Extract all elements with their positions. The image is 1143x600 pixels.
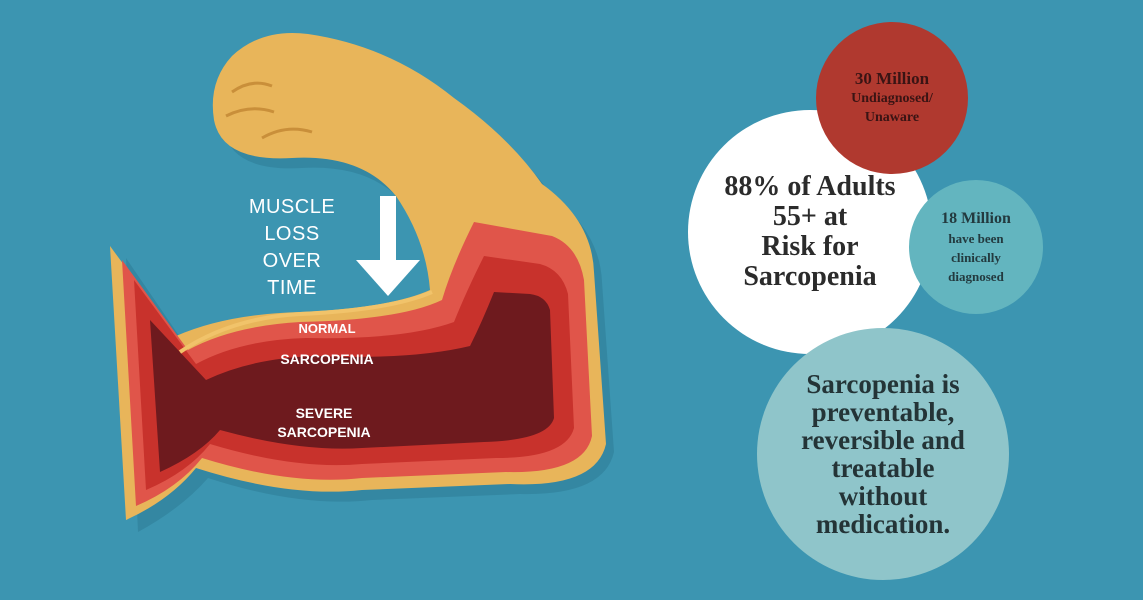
preventable-message-bubble: Sarcopenia is preventable, reversible an… (757, 328, 1009, 580)
severe-label-line: SEVERE (295, 405, 353, 421)
flexed-arm-illustration (110, 32, 614, 533)
fist-lines (225, 81, 313, 140)
muscle-loss-line: TIME (267, 277, 317, 299)
undiagnosed-line: Undiagnosed/ (851, 91, 933, 106)
diagnosed-line: have been (948, 230, 1004, 246)
message-line: Sarcopenia is (806, 369, 960, 399)
diagnosed-line: clinically (951, 249, 1001, 265)
at-risk-line: Sarcopenia (743, 261, 877, 292)
down-arrow-icon (356, 196, 420, 296)
muscle-loss-line: LOSS (264, 223, 320, 245)
message-line: medication. (815, 509, 951, 539)
message-line: reversible and (801, 425, 965, 455)
at-risk-line: 88% of Adults (724, 171, 896, 202)
severe-label-line: SARCOPENIA (277, 424, 371, 440)
diagnosed-stat-bubble: 18 Million have been clinically diagnose… (909, 180, 1043, 314)
at-risk-stat-bubble: 88% of Adults 55+ at Risk for Sarcopenia (688, 110, 932, 354)
at-risk-line: 55+ at (772, 201, 848, 232)
diagnosed-number: 18 Million (941, 209, 1011, 227)
undiagnosed-stat-bubble: 30 Million Undiagnosed/ Unaware (816, 22, 968, 174)
severe-sarcopenia-muscle-layer (150, 292, 554, 472)
sarcopenia-layer-label: SARCOPENIA (280, 351, 374, 367)
message-line: preventable, (811, 397, 955, 427)
message-line: without (838, 481, 928, 511)
muscle-loss-label: MUSCLE LOSS OVER TIME (226, 194, 358, 302)
at-risk-line: Risk for (761, 231, 859, 262)
undiagnosed-number: 30 Million (854, 69, 930, 88)
muscle-loss-line: MUSCLE (248, 196, 336, 218)
muscle-loss-line: OVER (262, 250, 322, 272)
severe-sarcopenia-layer-label: SEVERE SARCOPENIA (254, 404, 394, 442)
undiagnosed-line: Unaware (864, 110, 920, 125)
bicep-outline (178, 290, 433, 354)
normal-layer-label: NORMAL (298, 321, 356, 336)
diagnosed-line: diagnosed (948, 268, 1004, 284)
message-line: treatable (831, 453, 935, 483)
